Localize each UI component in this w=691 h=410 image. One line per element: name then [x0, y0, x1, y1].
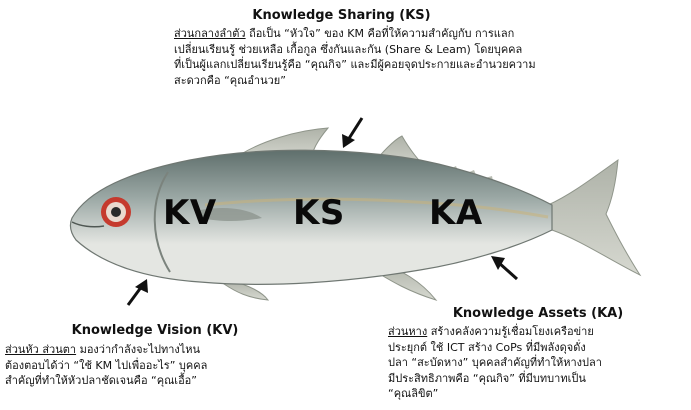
arrow-to-ka	[491, 256, 517, 279]
fish-tail	[548, 160, 640, 275]
ka-line-3: ปลา “สะบัดหาง” บุคคลสำคัญที่ทำให้หางปลา	[388, 356, 602, 369]
arrow-to-kv	[128, 279, 148, 305]
ka-description: ส่วนหาง สร้างคลังความรู้เชื่อมโยงเครือข่…	[388, 324, 688, 402]
ka-line-2: ประยุกต์ ใช้ ICT สร้าง CoPs ที่มีพลังดุจ…	[388, 341, 586, 354]
arrow-to-ks	[342, 118, 362, 148]
kv-line-3: สำคัญที่ทำให้หัวปลาชัดเจนคือ “คุณเอื้อ”	[5, 374, 197, 387]
ka-title: Knowledge Assets (KA)	[388, 306, 688, 321]
kv-section: Knowledge Vision (KV) ส่วนหัว ส่วนตา มอง…	[5, 323, 305, 389]
ka-line-1: สร้างคลังความรู้เชื่อมโยงเครือข่าย	[427, 325, 594, 338]
ka-line-5: “คุณลิขิต”	[388, 387, 438, 400]
kv-description: ส่วนหัว ส่วนตา มองว่ากำลังจะไปทางไหน ต้อ…	[5, 342, 305, 389]
ka-section: Knowledge Assets (KA) ส่วนหาง สร้างคลังค…	[388, 306, 688, 402]
fish-label-ka: KA	[429, 193, 483, 233]
fish-eye-pupil	[111, 207, 121, 217]
fish-label-kv: KV	[163, 193, 217, 233]
kv-title: Knowledge Vision (KV)	[5, 323, 305, 338]
kv-lead: ส่วนหัว ส่วนตา	[5, 343, 76, 356]
ka-line-4: มีประสิทธิภาพคือ “คุณกิจ” ที่มีบทบาทเป็น	[388, 372, 586, 385]
kv-line-1: มองว่ากำลังจะไปทางไหน	[76, 343, 200, 356]
fish-label-ks: KS	[293, 193, 345, 233]
ka-lead: ส่วนหาง	[388, 325, 427, 338]
kv-line-2: ต้องตอบได้ว่า “ใช้ KM ไปเพื่ออะไร” บุคคล	[5, 359, 207, 372]
